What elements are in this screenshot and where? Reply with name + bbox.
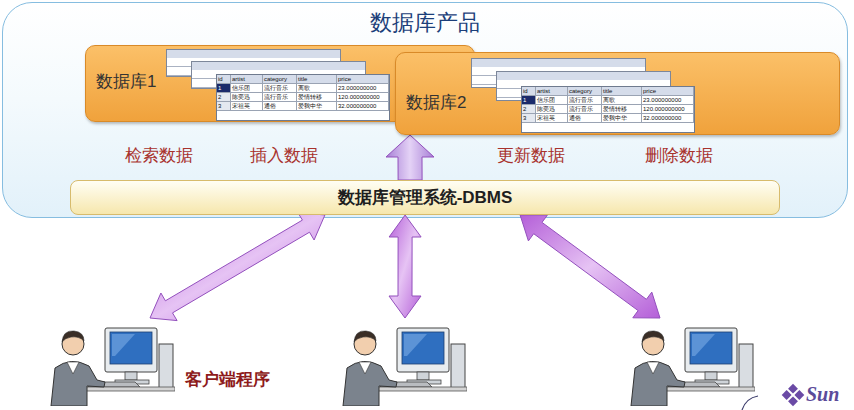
table-header-cell: id <box>522 87 536 96</box>
double-arrow <box>520 215 660 318</box>
database-box: idartistcategorytitleprice 1信乐团流行音乐离歌23.0… <box>395 52 840 135</box>
table-cell: 爱我中华 <box>602 114 642 123</box>
table-cell: 120.000000000 <box>642 105 694 114</box>
table-cell: 陈奕迅 <box>536 105 568 114</box>
panel-title: 数据库产品 <box>2 8 848 38</box>
table-header-cell: category <box>568 87 602 96</box>
double-arrow <box>389 215 421 318</box>
table-cell: 爱情转移 <box>602 105 642 114</box>
dbms-name: 数据库管理系统-DBMS <box>338 186 513 209</box>
client-computer-figure <box>327 320 467 406</box>
operation-label: 插入数据 <box>250 144 318 167</box>
up-arrow <box>386 135 434 180</box>
operation-label: 删除数据 <box>645 144 713 167</box>
double-arrow <box>150 212 325 320</box>
table-cell: 宋祖英 <box>231 102 263 111</box>
table-cell: 流行音乐 <box>263 84 297 93</box>
data-table: idartistcategorytitleprice 1信乐团流行音乐离歌23.0… <box>216 74 390 121</box>
dbms-bar: 数据库管理系统-DBMS <box>70 180 780 215</box>
table-header-cell: price <box>642 87 694 96</box>
client-node <box>327 318 483 406</box>
table-cell: 2 <box>522 105 536 114</box>
table-cell: 23.000000000 <box>337 84 389 93</box>
table-cell: 爱我中华 <box>297 102 337 111</box>
table-header-cell: title <box>297 75 337 84</box>
table-cell: 流行音乐 <box>568 96 602 105</box>
table-cell: 通俗 <box>263 102 297 111</box>
table-cell: 3 <box>522 114 536 123</box>
operation-label: 更新数据 <box>497 144 565 167</box>
table-cell: 流行音乐 <box>263 93 297 102</box>
table-cell: 2 <box>217 93 231 102</box>
client-computer-figure <box>35 320 175 406</box>
table-cell: 离歌 <box>602 96 642 105</box>
table-cell: 1 <box>217 84 231 93</box>
table-cell: 离歌 <box>297 84 337 93</box>
table-header-cell: artist <box>536 87 568 96</box>
client-node: 客户端程序 <box>35 318 305 406</box>
table-header-cell: category <box>263 75 297 84</box>
table-cell: 宋祖英 <box>536 114 568 123</box>
data-table: idartistcategorytitleprice 1信乐团流行音乐离歌23.0… <box>521 86 695 133</box>
table-cell: 信乐团 <box>536 96 568 105</box>
table-cell: 陈奕迅 <box>231 93 263 102</box>
table-cell: 3 <box>217 102 231 111</box>
table-cell: 流行音乐 <box>568 105 602 114</box>
logo-text: Sun <box>806 383 839 406</box>
table-header-cell: title <box>602 87 642 96</box>
table-cell: 信乐团 <box>231 84 263 93</box>
table-cell: 爱情转移 <box>297 93 337 102</box>
table-cell: 120.000000000 <box>337 93 389 102</box>
operation-label: 检索数据 <box>125 144 193 167</box>
table-cell: 32.000000000 <box>642 114 694 123</box>
table-cell: 1 <box>522 96 536 105</box>
product-panel: idartistcategorytitleprice1信乐团流行音乐离歌23.0… <box>2 2 848 218</box>
table-header-cell: price <box>337 75 389 84</box>
table-cell: 通俗 <box>568 114 602 123</box>
table-header-cell: id <box>217 75 231 84</box>
client-computer-figure <box>615 320 755 406</box>
database-name: 数据库2 <box>406 91 466 114</box>
database-name: 数据库1 <box>96 70 156 93</box>
table-cell: 23.000000000 <box>642 96 694 105</box>
client-node <box>610 318 770 406</box>
client-caption: 客户端程序 <box>185 368 270 391</box>
table-header-cell: artist <box>231 75 263 84</box>
table-cell: 32.000000000 <box>337 102 389 111</box>
